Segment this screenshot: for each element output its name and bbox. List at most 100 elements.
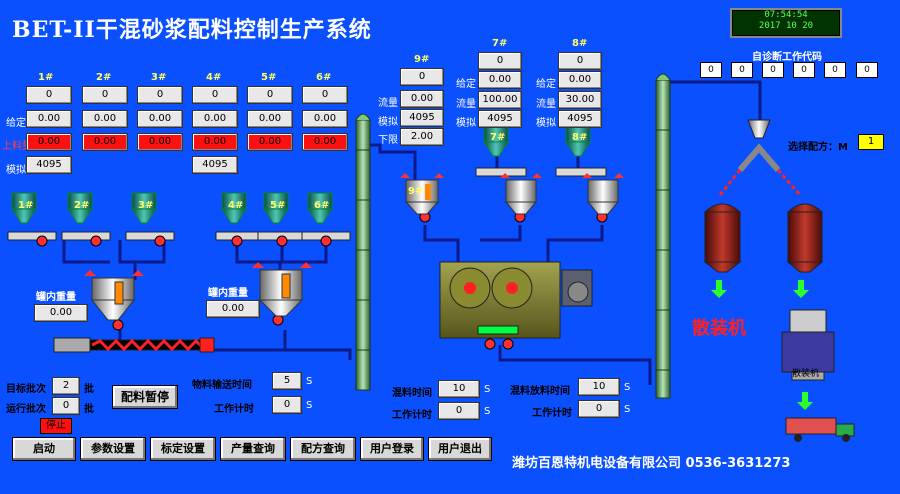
arrows [711,280,813,410]
bin7-top: 0 [478,52,522,70]
hoppers-row-1 [11,125,591,224]
bin7-label: 7# [492,38,508,49]
hopper8-label: 8# [572,132,588,143]
diag-code-1: 0 [700,62,722,78]
batch-pause-button[interactable]: 配料暂停 [112,385,178,409]
bin9-analog-label: 模拟 [378,117,398,128]
bin9-label: 9# [414,54,430,65]
conveying-work-label: 工作计时 [214,404,254,415]
bin6-label: 6# [316,72,332,83]
clock-display: 07:54:54 2017 10 20 [730,8,842,38]
clock-date: 2017 10 20 [758,21,814,31]
feed-row-label: 上料量 [2,141,32,152]
bin9-analog: 4095 [400,109,444,127]
bin6-set[interactable]: 0.00 [302,110,348,128]
tank1-weight: 0.00 [34,304,88,322]
parameter-settings-button[interactable]: 参数设置 [80,437,146,461]
recipe-label: 选择配方：M [788,142,848,153]
diag-code-3: 0 [762,62,784,78]
run-batch-unit: 批 [84,404,94,415]
conveying-time-label: 物料输送时间 [192,380,252,391]
bin7-set-label: 给定 [456,79,476,90]
bin3-label: 3# [151,72,167,83]
hopper4-label: 4# [228,200,244,211]
conveying-work-value: 0 [272,396,302,414]
discharge-time-unit: S [624,382,631,393]
bin8-analog: 4095 [558,110,602,128]
pipes [62,80,762,385]
bin1-analog: 4095 [26,156,72,174]
bin5-feed: 0.00 [247,133,293,151]
bulk-machine-graphic [781,309,835,381]
bin8-set[interactable]: 0.00 [558,71,602,89]
bin2-feed: 0.00 [82,133,128,151]
bin5-set[interactable]: 0.00 [247,110,293,128]
recipe-input[interactable]: 1 [858,134,884,150]
screw-conveyor [53,337,215,353]
setpoint-row-label: 给定 [6,118,26,129]
target-batch-label: 目标批次 [6,384,46,395]
production-query-button[interactable]: 产量查询 [220,437,286,461]
hopper2-label: 2# [74,200,90,211]
bin8-analog-label: 模拟 [536,118,556,129]
bin6-top: 0 [302,86,348,104]
bin8-flow-label: 流量 [536,99,556,110]
user-logout-button[interactable]: 用户退出 [428,437,492,461]
elevator-2-graphic [655,73,671,399]
bin9-lower[interactable]: 2.00 [400,128,444,146]
mixing-work-label: 工作计时 [392,410,432,421]
discharge-time-input[interactable]: 10 [578,378,620,396]
stop-indicator: 停止 [40,418,72,434]
distributor [718,119,802,196]
elevator-1-graphic [355,113,371,391]
user-login-button[interactable]: 用户登录 [360,437,424,461]
bin8-label: 8# [572,38,588,49]
bin4-label: 4# [206,72,222,83]
bin7-flow[interactable]: 100.00 [478,91,522,109]
bin8-flow[interactable]: 30.00 [558,91,602,109]
hopper3-label: 3# [138,200,154,211]
weigh-tank-2 [252,262,312,317]
hopper7-label: 7# [490,132,506,143]
weigh-tank-9 [400,173,444,215]
discharge-time-label: 混料放料时间 [510,386,570,397]
bin6-feed: 0.00 [302,133,348,151]
tank2-weight-label: 罐内重量 [208,288,248,299]
mixer-graphic [439,261,593,339]
bin1-feed: 0.00 [26,133,72,151]
discharge-work-label: 工作计时 [532,408,572,419]
bin2-set[interactable]: 0.00 [82,110,128,128]
bin1-top: 0 [26,86,72,104]
bin7-set[interactable]: 0.00 [478,71,522,89]
bin3-feed: 0.00 [137,133,183,151]
run-batch-label: 运行批次 [6,404,46,415]
discharge-work-value: 0 [578,400,620,418]
bin7-analog: 4095 [478,110,522,128]
bulk-tank-1 [703,203,742,273]
bin8-set-label: 给定 [536,79,556,90]
recipe-query-button[interactable]: 配方查询 [290,437,356,461]
conveying-time-input[interactable]: 5 [272,372,302,390]
bin9-flow-label: 流量 [378,98,398,109]
bin2-top: 0 [82,86,128,104]
bin4-top: 0 [192,86,238,104]
truck-graphic [785,417,855,442]
bin3-set[interactable]: 0.00 [137,110,183,128]
mixing-work-value: 0 [438,402,480,420]
bin9-flow[interactable]: 0.00 [400,90,444,108]
bulk-tank-2 [786,203,824,273]
mixing-time-input[interactable]: 10 [438,380,480,398]
bin4-set[interactable]: 0.00 [192,110,238,128]
bin2-label: 2# [96,72,112,83]
target-batch-input[interactable]: 2 [52,377,80,395]
bin7-analog-label: 模拟 [456,118,476,129]
hopper1-label: 1# [18,200,34,211]
calibration-settings-button[interactable]: 标定设置 [150,437,216,461]
start-button[interactable]: 启动 [12,437,76,461]
bin9-top: 0 [400,68,444,86]
diagnosis-label: 自诊断工作代码 [752,52,822,63]
company-info: 潍坊百恩特机电设备有限公司 0536-3631273 [512,456,791,471]
bin1-set[interactable]: 0.00 [26,110,72,128]
bin5-top: 0 [247,86,293,104]
